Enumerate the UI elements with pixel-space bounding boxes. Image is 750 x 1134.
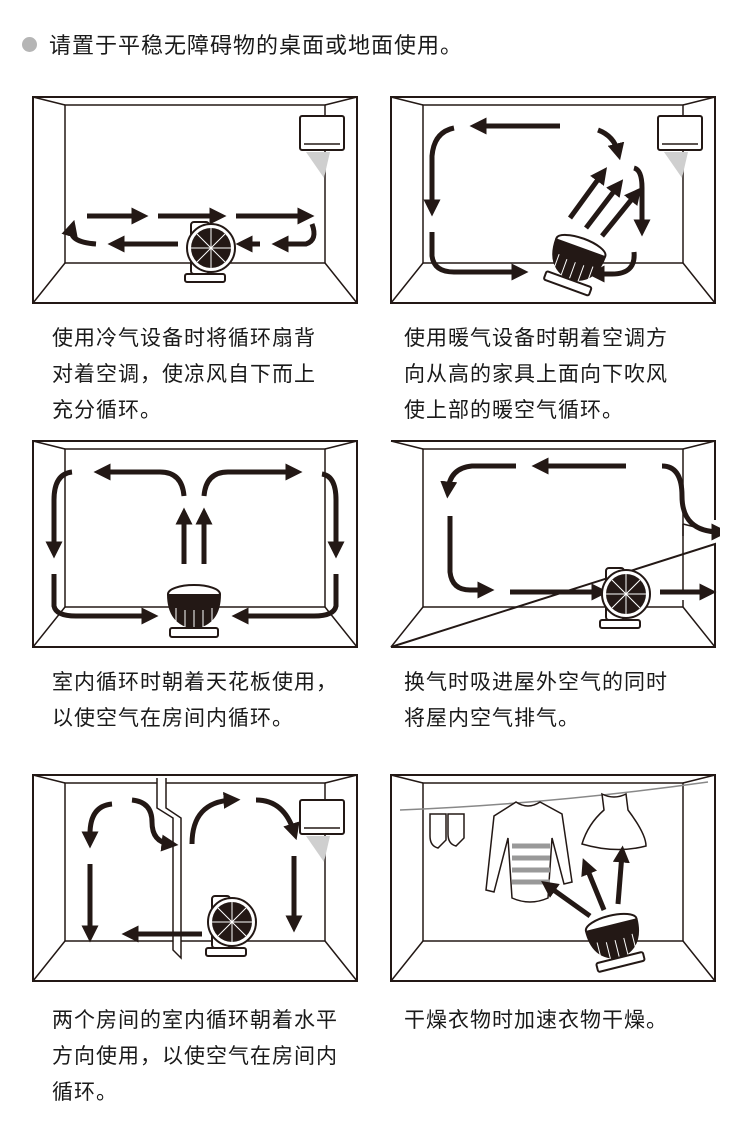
panel-heating-illustration — [390, 96, 716, 304]
caption-line: 方向使用，以使空气在房间内 — [52, 1044, 338, 1068]
caption-line: 使用冷气设备时将循环扇背 — [52, 326, 316, 350]
caption-line: 室内循环时朝着天花板使用， — [52, 670, 338, 694]
panel-two-rooms-illustration — [32, 774, 358, 982]
room-ventilation-icon — [390, 440, 720, 648]
caption-heating: 使用暖气设备时朝着空调方 向从高的家具上面向下吹风 使上部的暖空气循环。 — [404, 320, 668, 428]
caption-two-rooms: 两个房间的室内循环朝着水平 方向使用，以使空气在房间内 循环。 — [52, 1002, 338, 1110]
room-two-rooms-icon — [32, 774, 358, 982]
caption-laundry: 干燥衣物时加速衣物干燥。 — [404, 1002, 668, 1038]
usage-note: 请置于平稳无障碍物的桌面或地面使用。 — [22, 28, 463, 60]
bullet-dot-icon — [22, 36, 37, 52]
caption-line: 将屋内空气排气。 — [404, 706, 580, 730]
panel-ceiling-illustration — [32, 440, 358, 648]
caption-ceiling: 室内循环时朝着天花板使用， 以使空气在房间内循环。 — [52, 664, 338, 736]
panel-cooling-illustration — [32, 96, 358, 304]
caption-line: 使上部的暖空气循环。 — [404, 398, 624, 422]
caption-ventilation: 换气时吸进屋外空气的同时 将屋内空气排气。 — [404, 664, 668, 736]
caption-line: 对着空调，使凉风自下而上 — [52, 362, 316, 386]
caption-line: 使用暖气设备时朝着空调方 — [404, 326, 668, 350]
panel-ventilation-illustration — [390, 440, 720, 648]
room-laundry-icon — [390, 774, 716, 982]
caption-line: 循环。 — [52, 1080, 118, 1104]
room-cooling-icon — [32, 96, 358, 304]
room-ceiling-icon — [32, 440, 358, 648]
caption-line: 两个房间的室内循环朝着水平 — [52, 1008, 338, 1032]
caption-cooling: 使用冷气设备时将循环扇背 对着空调，使凉风自下而上 充分循环。 — [52, 320, 316, 428]
panel-laundry-illustration — [390, 774, 716, 982]
caption-line: 向从高的家具上面向下吹风 — [404, 362, 668, 386]
caption-line: 以使空气在房间内循环。 — [52, 706, 294, 730]
caption-line: 干燥衣物时加速衣物干燥。 — [404, 1008, 668, 1032]
caption-line: 换气时吸进屋外空气的同时 — [404, 670, 668, 694]
usage-note-text: 请置于平稳无障碍物的桌面或地面使用。 — [49, 34, 464, 59]
room-heating-icon — [390, 96, 716, 304]
caption-line: 充分循环。 — [52, 398, 162, 422]
